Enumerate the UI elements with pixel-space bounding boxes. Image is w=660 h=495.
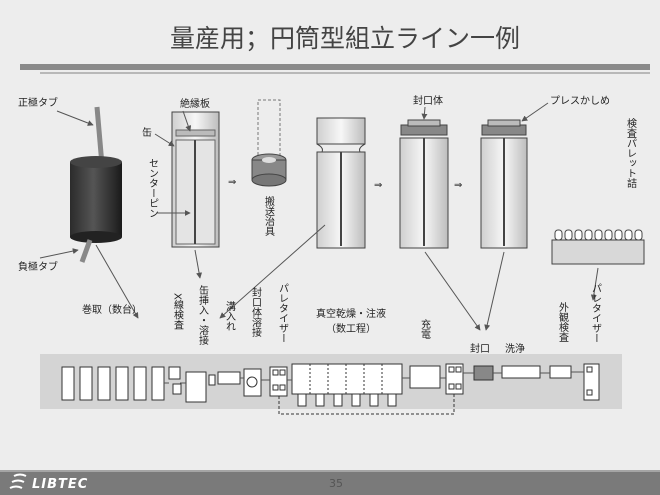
positive-tab-label: 正極タブ — [18, 96, 58, 109]
appearance-check-station — [549, 365, 572, 379]
libtec-logo: LIBTEC — [9, 473, 88, 492]
process-arrow-3: ⇒ — [454, 180, 462, 191]
sealing-station — [473, 365, 494, 381]
charge-station — [409, 365, 441, 389]
header-rule-thin — [40, 72, 650, 74]
sealing-body-can-illustration — [399, 119, 449, 249]
palletizer-1-label: パレタイザー — [277, 283, 289, 343]
process-arrow-1: ⇒ — [228, 177, 236, 188]
inspection-pallet-illustration — [551, 229, 645, 265]
winding-label: 巻取（数台） — [82, 303, 142, 316]
vacuum-dry-fill-station — [291, 363, 403, 407]
winding-machines — [61, 366, 165, 401]
can-insert-station — [185, 371, 216, 403]
press-crimp-label: プレスかしめ — [550, 95, 610, 107]
cap-weld-station — [243, 368, 262, 397]
palletizer-2-label: パレタイザー — [590, 283, 602, 343]
conveyor-lines — [164, 371, 584, 384]
xray-station — [168, 366, 182, 395]
grooved-can-illustration — [316, 117, 366, 249]
carrier-jig-label: 搬送治具 — [263, 195, 275, 237]
carrier-jig-illustration — [251, 99, 287, 187]
appearance-check-label: 外観検査 — [557, 302, 569, 342]
palletizer-2-station — [583, 363, 600, 401]
vacuum-dry-fill-sub-label: （数工程） — [326, 322, 376, 335]
crimped-can-illustration — [480, 119, 528, 249]
process-arrow-2: ⇒ — [374, 180, 382, 191]
palletizer-1-station — [269, 366, 288, 397]
return-conveyor — [278, 394, 455, 415]
footer-bar — [0, 470, 660, 495]
inspection-pallet-label: 検査パレット詰 — [625, 117, 637, 189]
center-pin-label: センターピン — [147, 158, 159, 218]
vacuum-dry-fill-label: 真空乾燥・注液 — [316, 307, 386, 320]
washing-station — [501, 365, 541, 379]
page-number: 35 — [329, 477, 343, 490]
grooving-station — [217, 371, 241, 385]
grooving-label: 溝入れ — [224, 300, 236, 331]
can-insert-weld-label: 缶挿入・溶接 — [197, 284, 209, 346]
xray-label: X線検査 — [172, 293, 184, 330]
insulator-label: 絶縁板 — [180, 97, 210, 110]
slide-title: 量産用；円筒型組立ライン一例 — [170, 24, 520, 53]
jelly-roll-illustration — [70, 106, 122, 263]
washing-label: 洗浄 — [505, 342, 525, 355]
can-label: 缶 — [142, 126, 152, 139]
header-rule — [20, 64, 650, 70]
cap-weld-label: 封口体溶接 — [250, 286, 262, 338]
charge-label: 充電 — [419, 318, 431, 339]
sealing-body-label: 封口体 — [413, 94, 443, 107]
can-illustration — [171, 111, 220, 248]
sealing-label: 封口 — [470, 342, 490, 355]
svg-text:LIBTEC: LIBTEC — [32, 477, 88, 492]
transfer-station — [445, 363, 464, 395]
negative-tab-label: 負極タブ — [18, 260, 58, 273]
